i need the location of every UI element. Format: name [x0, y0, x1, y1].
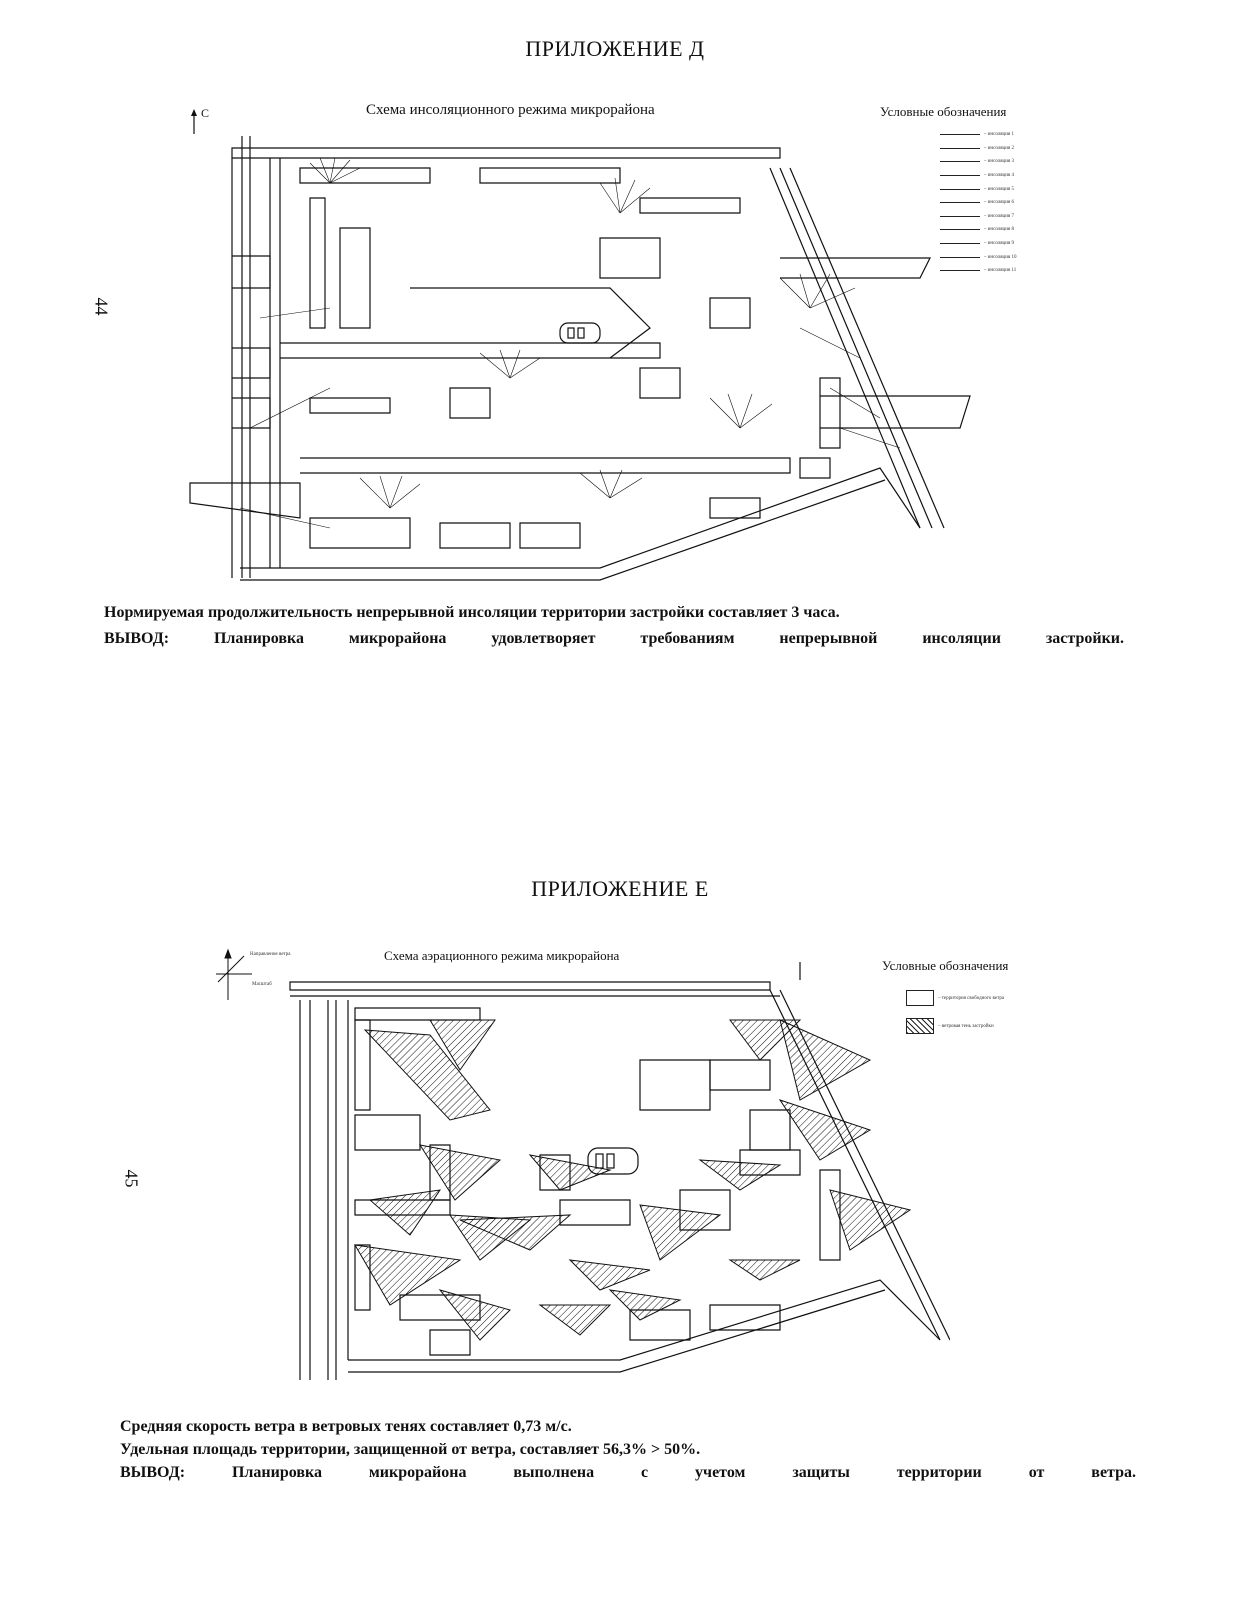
- compass-label: Масштаб: [252, 982, 272, 987]
- page-number-45: 45: [121, 1169, 142, 1188]
- appendix-d-title: ПРИЛОЖЕНИЕ Д: [525, 36, 705, 61]
- aeration-plan-drawing: [289, 962, 950, 1380]
- legend-item: – инсоляция 10: [940, 250, 1080, 264]
- protected-area-text: Удельная площадь территории, защищенной …: [120, 1441, 701, 1458]
- legend-line-icon: [940, 175, 980, 177]
- north-label: С: [201, 106, 210, 120]
- legend-item: – ветровая тень застройки: [906, 1012, 1102, 1040]
- aeration-conclusion-text: ВЫВОД: Планировка микрорайона выполнена …: [120, 1464, 1136, 1481]
- legend-title: Условные обозначения: [882, 958, 1009, 973]
- legend-item: – инсоляция 1: [940, 128, 1080, 142]
- legend-item: – территория свободного ветра: [906, 984, 1102, 1012]
- legend-item: – инсоляция 11: [940, 264, 1080, 278]
- free-wind-swatch-icon: [906, 990, 934, 1006]
- legend-line-icon: [940, 134, 980, 136]
- legend-item: – инсоляция 5: [940, 182, 1080, 196]
- legend-item: – инсоляция 4: [940, 169, 1080, 183]
- legend-item: – инсоляция 3: [940, 155, 1080, 169]
- page-number-44: 44: [91, 297, 112, 316]
- legend-line-icon: [940, 202, 980, 204]
- insolation-conclusion-text: ВЫВОД: Планировка микрорайона удовлетвор…: [104, 630, 1124, 647]
- insolation-norm-text: Нормируемая продолжительность непрерывно…: [104, 604, 840, 621]
- insolation-scheme-title: Схема инсоляционного режима микрорайона: [366, 102, 655, 118]
- insolation-plan-drawing: [189, 136, 971, 581]
- legend-item: – инсоляция 7: [940, 210, 1080, 224]
- legend-line-icon: [940, 188, 980, 190]
- legend-line-icon: [940, 270, 980, 272]
- legend-line-icon: [940, 147, 980, 149]
- legend-item: – инсоляция 2: [940, 142, 1080, 156]
- wind-direction-icon: [216, 948, 252, 1000]
- aeration-scheme-title: Схема аэрационного режима микрорайона: [384, 948, 620, 963]
- wind-speed-text: Средняя скорость ветра в ветровых тенях …: [120, 1418, 572, 1435]
- insolation-legend: Условные обозначения – инсоляция 1 – инс…: [880, 104, 1080, 278]
- legend-item: – инсоляция 6: [940, 196, 1080, 210]
- legend-line-icon: [940, 215, 980, 217]
- legend-line-icon: [940, 256, 980, 258]
- appendix-e-title: ПРИЛОЖЕНИЕ Е: [531, 876, 709, 901]
- compass-label: Направление ветра: [250, 952, 291, 957]
- aeration-legend: Условные обозначения – территория свобод…: [882, 958, 1102, 1040]
- legend-line-icon: [940, 161, 980, 163]
- wind-shadow-swatch-icon: [906, 1018, 934, 1034]
- legend-item: – инсоляция 8: [940, 223, 1080, 237]
- north-arrow-icon: [191, 109, 197, 134]
- legend-line-icon: [940, 243, 980, 245]
- legend-item: – инсоляция 9: [940, 237, 1080, 251]
- legend-line-icon: [940, 229, 980, 231]
- legend-title: Условные обозначения: [880, 104, 1007, 119]
